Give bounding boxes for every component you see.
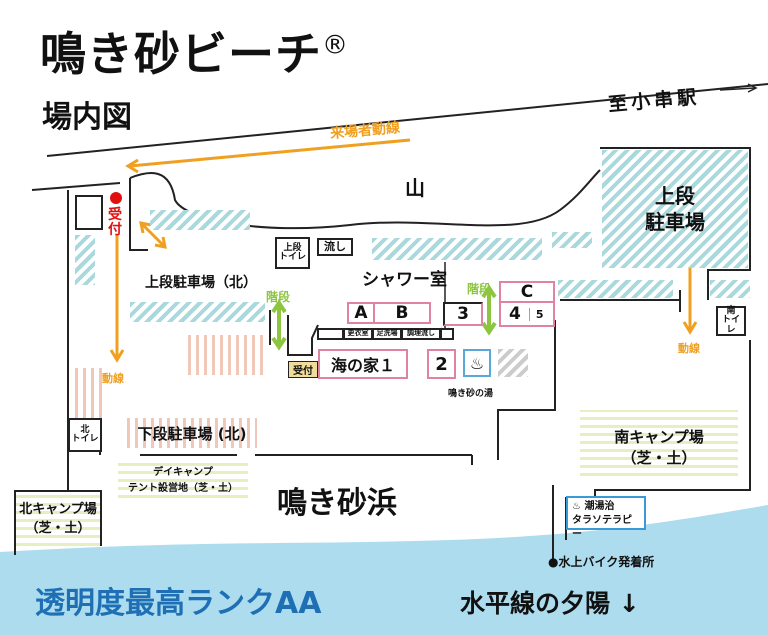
- north-toilet-label: 北: [80, 424, 90, 435]
- hatch: [558, 280, 673, 298]
- cooking-sink[interactable]: 調理流し: [401, 328, 441, 340]
- foot-wash[interactable]: 足洗場: [372, 328, 402, 340]
- sunset-label: 水平線の夕陽 ↓: [460, 589, 640, 618]
- booth-c[interactable]: C: [499, 281, 555, 303]
- booth-4-label: 4: [509, 304, 521, 324]
- booth-b[interactable]: B: [373, 302, 431, 324]
- thalasso-therapy[interactable]: ♨ 潮湯治タラソテラピー: [566, 496, 646, 540]
- structure: [317, 328, 344, 340]
- beach-house-reception: 受付: [288, 361, 318, 378]
- south-toilet-label: 南: [726, 305, 736, 316]
- beach-house-1[interactable]: 海の家１: [318, 349, 408, 379]
- map-title: 鳴き砂ビーチ®: [40, 18, 349, 84]
- stairs-right-label: 階段: [467, 282, 492, 296]
- booth-a[interactable]: A: [347, 302, 375, 324]
- south-camp: 南キャンプ場 （芝・土）: [580, 410, 738, 476]
- day-camp-label-1: デイキャンプ: [153, 466, 213, 478]
- hatch: [188, 335, 268, 375]
- booth-2[interactable]: 2: [427, 349, 456, 379]
- map-subtitle: 場内図: [42, 100, 132, 135]
- north-camp-surface: （芝・土）: [25, 521, 91, 536]
- south-camp-label: 南キャンプ場: [614, 428, 704, 446]
- booth-5-label: 5: [528, 307, 544, 321]
- thalasso-name: 潮湯治: [584, 501, 615, 512]
- day-camp-label-2: テント設営地（芝・土）: [128, 482, 238, 494]
- hatch: [130, 302, 265, 322]
- upper-parking: 上段 駐車場: [602, 150, 748, 268]
- north-toilet[interactable]: 北トイレ: [68, 418, 102, 452]
- thalasso-label-2: タラソテラピー: [572, 515, 632, 540]
- south-toilet[interactable]: 南トイレ: [716, 306, 746, 336]
- clarity-label: 透明度最高ランクAA: [35, 586, 322, 621]
- south-toilet-label: トイレ: [721, 315, 740, 335]
- changing-room[interactable]: 更衣室: [343, 328, 373, 340]
- upper-toilet[interactable]: 上段トイレ: [275, 237, 310, 269]
- thalasso-label-1: ♨ 潮湯治: [572, 500, 640, 514]
- north-camp-label: 北キャンプ場: [19, 502, 97, 517]
- north-toilet-label: トイレ: [71, 434, 99, 444]
- hatch: [552, 232, 592, 248]
- beach-label: 鳴き砂浜: [277, 486, 397, 521]
- upper-toilet-label: トイレ: [278, 252, 306, 262]
- registered-mark: ®: [322, 30, 349, 61]
- hatch: [75, 235, 95, 285]
- title-text: 鳴き砂ビーチ: [40, 27, 322, 81]
- upper-parking-north: 上段駐車場（北）: [145, 275, 257, 291]
- hatch: [710, 280, 750, 298]
- mountain-label: 山: [405, 176, 425, 200]
- hatch: [372, 238, 542, 260]
- hot-spring-icon: ♨: [463, 349, 491, 377]
- sink[interactable]: 流し: [317, 238, 353, 256]
- reception-label: 受付: [108, 207, 122, 239]
- stairs-left-label: 階段: [266, 290, 291, 304]
- hot-spring-icon: ♨: [572, 501, 585, 512]
- hatch: [75, 368, 105, 418]
- lower-parking-north: 下段駐車場 (北): [127, 418, 257, 448]
- hatch: [150, 210, 250, 230]
- day-camp-area: デイキャンプ テント設営地（芝・土）: [118, 462, 248, 498]
- hot-spring-label: 鳴き砂の湯: [448, 389, 494, 399]
- structure: [75, 195, 103, 230]
- north-camp: 北キャンプ場 （芝・土）: [14, 490, 102, 546]
- hatch: [498, 349, 528, 377]
- flow-right-label: 動線: [678, 342, 700, 355]
- shower-room-label: シャワー室: [362, 270, 447, 290]
- structure: [440, 328, 454, 340]
- south-camp-surface: （芝・土）: [621, 449, 697, 467]
- jet-ski-label: ●水上バイク発着所: [548, 555, 655, 569]
- upper-toilet-label: 上段: [283, 242, 302, 253]
- flow-left-label: 動線: [102, 372, 124, 385]
- booth-3[interactable]: 3: [443, 302, 483, 326]
